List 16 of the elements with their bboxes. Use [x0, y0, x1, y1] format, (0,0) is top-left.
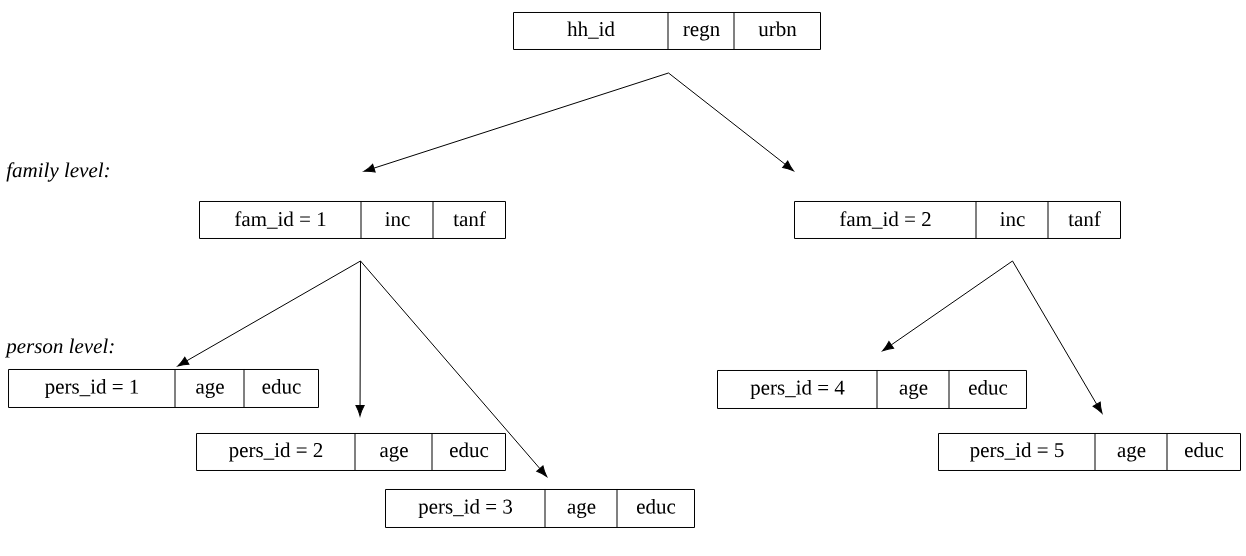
arrow	[177, 260, 361, 367]
record-box: pers_id = 3 age educ	[385, 488, 695, 528]
record-box: fam_id = 2 inc tanf	[794, 200, 1121, 239]
record-box: pers_id = 4 age educ	[717, 369, 1027, 409]
arrow	[360, 260, 548, 477]
arrow	[668, 72, 794, 172]
level-label: family level:	[6, 162, 109, 182]
record-box: hh_id regn urbn	[513, 11, 821, 50]
arrow	[363, 72, 669, 173]
record-box: pers_id = 1 age educ	[8, 368, 319, 408]
record-box: fam_id = 1 inc tanf	[199, 200, 506, 239]
arrow	[355, 260, 365, 417]
arrow	[882, 260, 1013, 352]
record-box: pers_id = 5 age educ	[938, 432, 1241, 471]
record-box: pers_id = 2 age educ	[196, 432, 506, 471]
arrow	[1012, 260, 1103, 414]
